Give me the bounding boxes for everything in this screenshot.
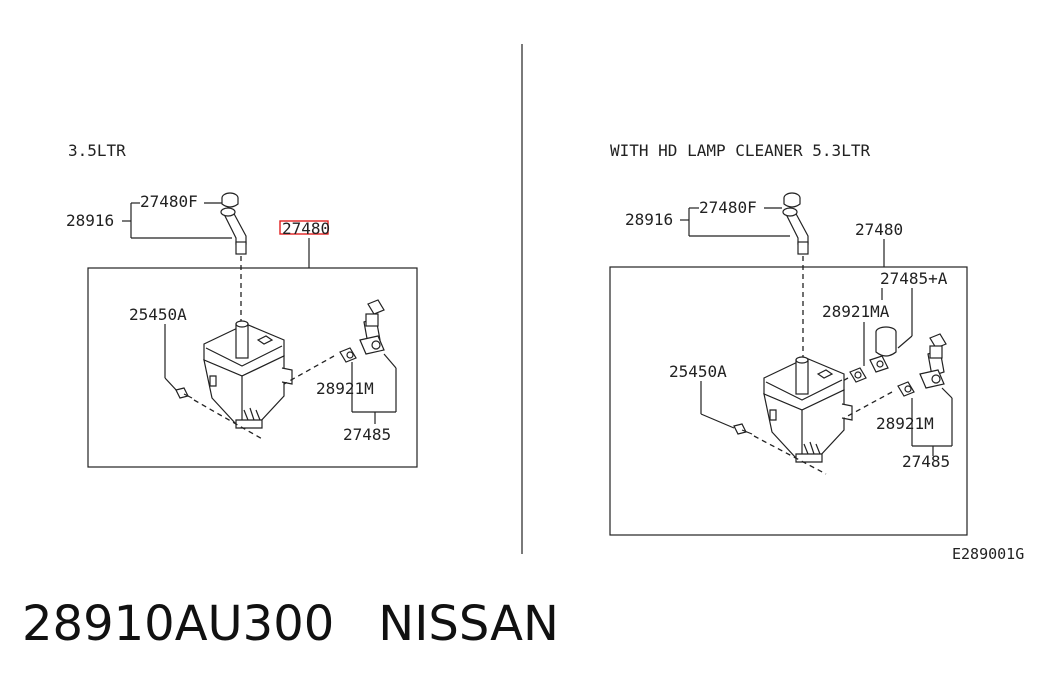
brand-name: NISSAN — [378, 596, 559, 652]
left-label-25450A[interactable]: 25450A — [129, 305, 187, 324]
right-label-28921M[interactable]: 28921M — [876, 414, 934, 433]
right-washer-pump — [919, 333, 947, 389]
part-number: 28910AU300 — [22, 596, 335, 652]
left-label-28921M[interactable]: 28921M — [316, 379, 374, 398]
right-panel-title: WITH HD LAMP CLEANER 5.3LTR — [610, 141, 870, 160]
right-label-27480[interactable]: 27480 — [855, 220, 903, 239]
right-label-27480F[interactable]: 27480F — [699, 198, 757, 217]
right-panel: WITH HD LAMP CLEANER 5.3LTR 27480F 28916… — [609, 141, 968, 536]
left-assembly-frame — [87, 267, 418, 468]
right-label-25450A[interactable]: 25450A — [669, 362, 727, 381]
right-headlamp-washer-pump — [869, 326, 897, 373]
left-label-27480[interactable]: 27480 — [282, 219, 330, 238]
left-panel: 3.5LTR 27480F 28916 27480 — [66, 141, 418, 468]
right-label-28921MA[interactable]: 28921MA — [822, 302, 890, 321]
left-filler-neck — [220, 207, 247, 255]
left-filler-cap — [221, 192, 239, 208]
right-pump-grommet — [897, 381, 915, 397]
left-washer-tank — [203, 320, 293, 429]
footer-caption: 28910AU300 NISSAN — [22, 596, 559, 652]
right-filler-cap — [783, 192, 801, 208]
right-label-27485[interactable]: 27485 — [902, 452, 950, 471]
left-label-27485[interactable]: 27485 — [343, 425, 391, 444]
left-label-28916[interactable]: 28916 — [66, 211, 114, 230]
right-bolt — [733, 423, 753, 435]
right-headlamp-pump-grommet — [849, 367, 867, 383]
left-panel-title: 3.5LTR — [68, 141, 126, 160]
right-label-28916[interactable]: 28916 — [625, 210, 673, 229]
left-label-27480-highlight — [279, 220, 329, 235]
left-bolt — [175, 387, 193, 399]
right-label-27485A[interactable]: 27485+A — [880, 269, 948, 288]
figure-code: E289001G — [952, 545, 1024, 563]
right-filler-neck — [782, 207, 809, 255]
right-assembly-frame — [609, 266, 968, 536]
left-washer-pump — [359, 299, 385, 355]
left-pump-grommet — [339, 347, 357, 363]
right-washer-tank — [763, 356, 853, 463]
left-label-27480F[interactable]: 27480F — [140, 192, 198, 211]
